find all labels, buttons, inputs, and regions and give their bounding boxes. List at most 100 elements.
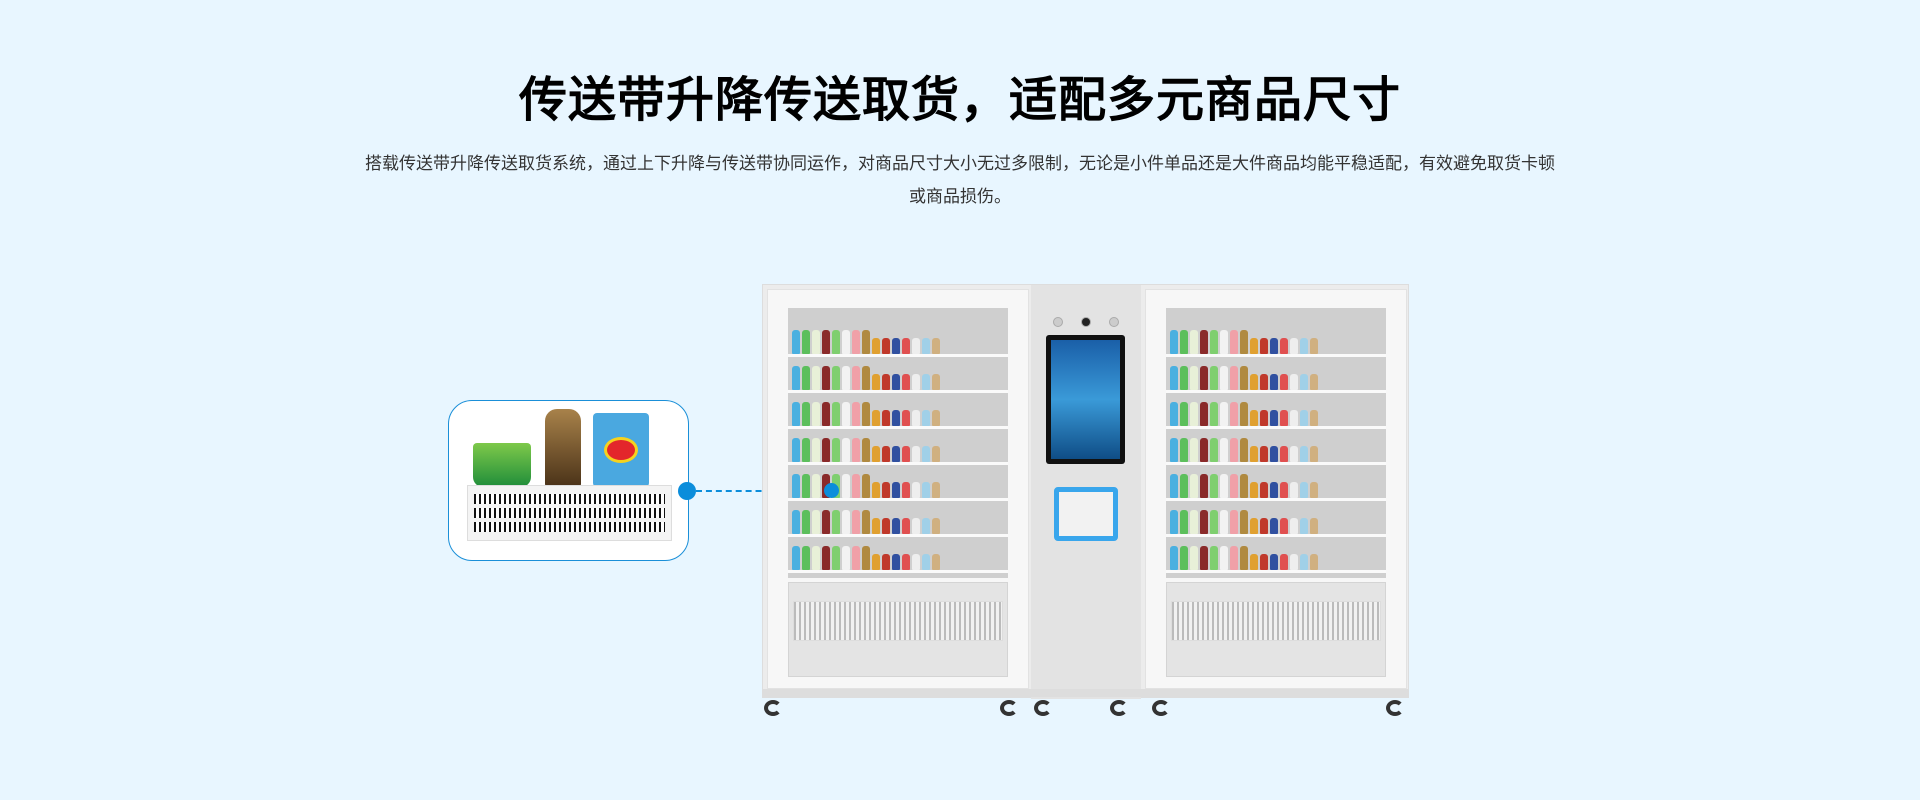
product-bottle	[842, 474, 850, 498]
product-bottle	[1250, 518, 1258, 534]
product-bottle	[802, 402, 810, 426]
caster-wheel	[1000, 700, 1018, 716]
product-bottle	[1290, 338, 1298, 354]
product-bottle	[1290, 374, 1298, 390]
product-bottle	[1220, 366, 1228, 390]
product-bottle	[842, 402, 850, 426]
product-bottle	[1220, 402, 1228, 426]
product-bottle	[792, 510, 800, 534]
product-bottle	[1250, 338, 1258, 354]
product-bottle	[1310, 446, 1318, 462]
product-bottle	[812, 510, 820, 534]
product-bottle	[882, 518, 890, 534]
product-bottle	[1190, 330, 1198, 354]
product-bottle	[1260, 554, 1268, 570]
noodle-cup-image	[473, 443, 531, 487]
shelf-row	[1166, 470, 1386, 501]
chips-bag-image	[593, 413, 649, 487]
product-bottle	[1190, 402, 1198, 426]
product-bottle	[892, 410, 900, 426]
product-bottle	[922, 446, 930, 462]
caster-wheel	[764, 700, 782, 716]
shelf-connector-dot	[824, 483, 839, 498]
product-bottle	[832, 546, 840, 570]
product-bottle	[892, 554, 900, 570]
product-bottle	[862, 330, 870, 354]
product-bottle	[1170, 546, 1178, 570]
product-bottle	[1310, 554, 1318, 570]
product-bottle	[1240, 546, 1248, 570]
product-bottle	[912, 482, 920, 498]
product-bottle	[1300, 338, 1308, 354]
product-bottle	[1270, 554, 1278, 570]
product-bottle	[1170, 438, 1178, 462]
vending-machine	[762, 284, 1409, 699]
product-bottle	[802, 510, 810, 534]
product-bottle	[1170, 366, 1178, 390]
product-bottle	[1220, 510, 1228, 534]
product-bottle	[852, 474, 860, 498]
product-bottle	[862, 438, 870, 462]
product-bottle	[902, 410, 910, 426]
product-bottle	[1250, 446, 1258, 462]
product-bottle	[922, 518, 930, 534]
pickup-bin	[1166, 582, 1386, 677]
product-bottle	[912, 374, 920, 390]
product-bottle	[852, 330, 860, 354]
product-bottle	[872, 482, 880, 498]
product-bottle	[862, 366, 870, 390]
product-bottle	[812, 474, 820, 498]
product-bottle	[1240, 474, 1248, 498]
product-bottle	[1310, 482, 1318, 498]
product-bottle	[1200, 474, 1208, 498]
product-bottle	[1310, 410, 1318, 426]
product-bottle	[1230, 438, 1238, 462]
product-bottle	[1270, 482, 1278, 498]
product-bottle	[1300, 410, 1308, 426]
product-bottle	[1180, 438, 1188, 462]
product-bottle	[792, 438, 800, 462]
product-bottle	[1250, 374, 1258, 390]
product-tray-callout	[448, 400, 689, 561]
product-bottle	[892, 446, 900, 462]
shelf-row	[1166, 326, 1386, 357]
camera-icon	[1081, 317, 1091, 327]
product-bottle	[902, 482, 910, 498]
product-bottle	[922, 482, 930, 498]
product-bottle	[932, 554, 940, 570]
product-bottle	[832, 510, 840, 534]
touch-screen[interactable]	[1046, 335, 1125, 464]
product-bottle	[1270, 446, 1278, 462]
product-bottle	[872, 518, 880, 534]
product-bottle	[1180, 366, 1188, 390]
product-bottle	[1290, 482, 1298, 498]
product-bottle	[812, 330, 820, 354]
product-bottle	[852, 402, 860, 426]
product-bottle	[1290, 518, 1298, 534]
shelf-row	[788, 362, 1008, 393]
shelf-row	[788, 398, 1008, 429]
product-bottle	[1210, 546, 1218, 570]
product-bottle	[932, 518, 940, 534]
product-bottle	[852, 510, 860, 534]
product-bottle	[1210, 510, 1218, 534]
product-bottle	[1240, 510, 1248, 534]
product-bottle	[1220, 438, 1228, 462]
product-bottle	[912, 554, 920, 570]
product-bottle	[872, 374, 880, 390]
product-bottle	[792, 330, 800, 354]
product-bottle	[1240, 402, 1248, 426]
product-bottle	[1230, 402, 1238, 426]
caster-wheel	[1386, 700, 1404, 716]
product-bottle	[1210, 474, 1218, 498]
product-bottle	[892, 338, 900, 354]
product-bottle	[842, 546, 850, 570]
product-bottle	[1220, 330, 1228, 354]
product-bottle	[872, 410, 880, 426]
caster-wheel	[1152, 700, 1170, 716]
product-bottle	[882, 482, 890, 498]
product-bottle	[832, 402, 840, 426]
product-bottle	[872, 338, 880, 354]
product-bottle	[1180, 474, 1188, 498]
product-bottle	[1210, 402, 1218, 426]
